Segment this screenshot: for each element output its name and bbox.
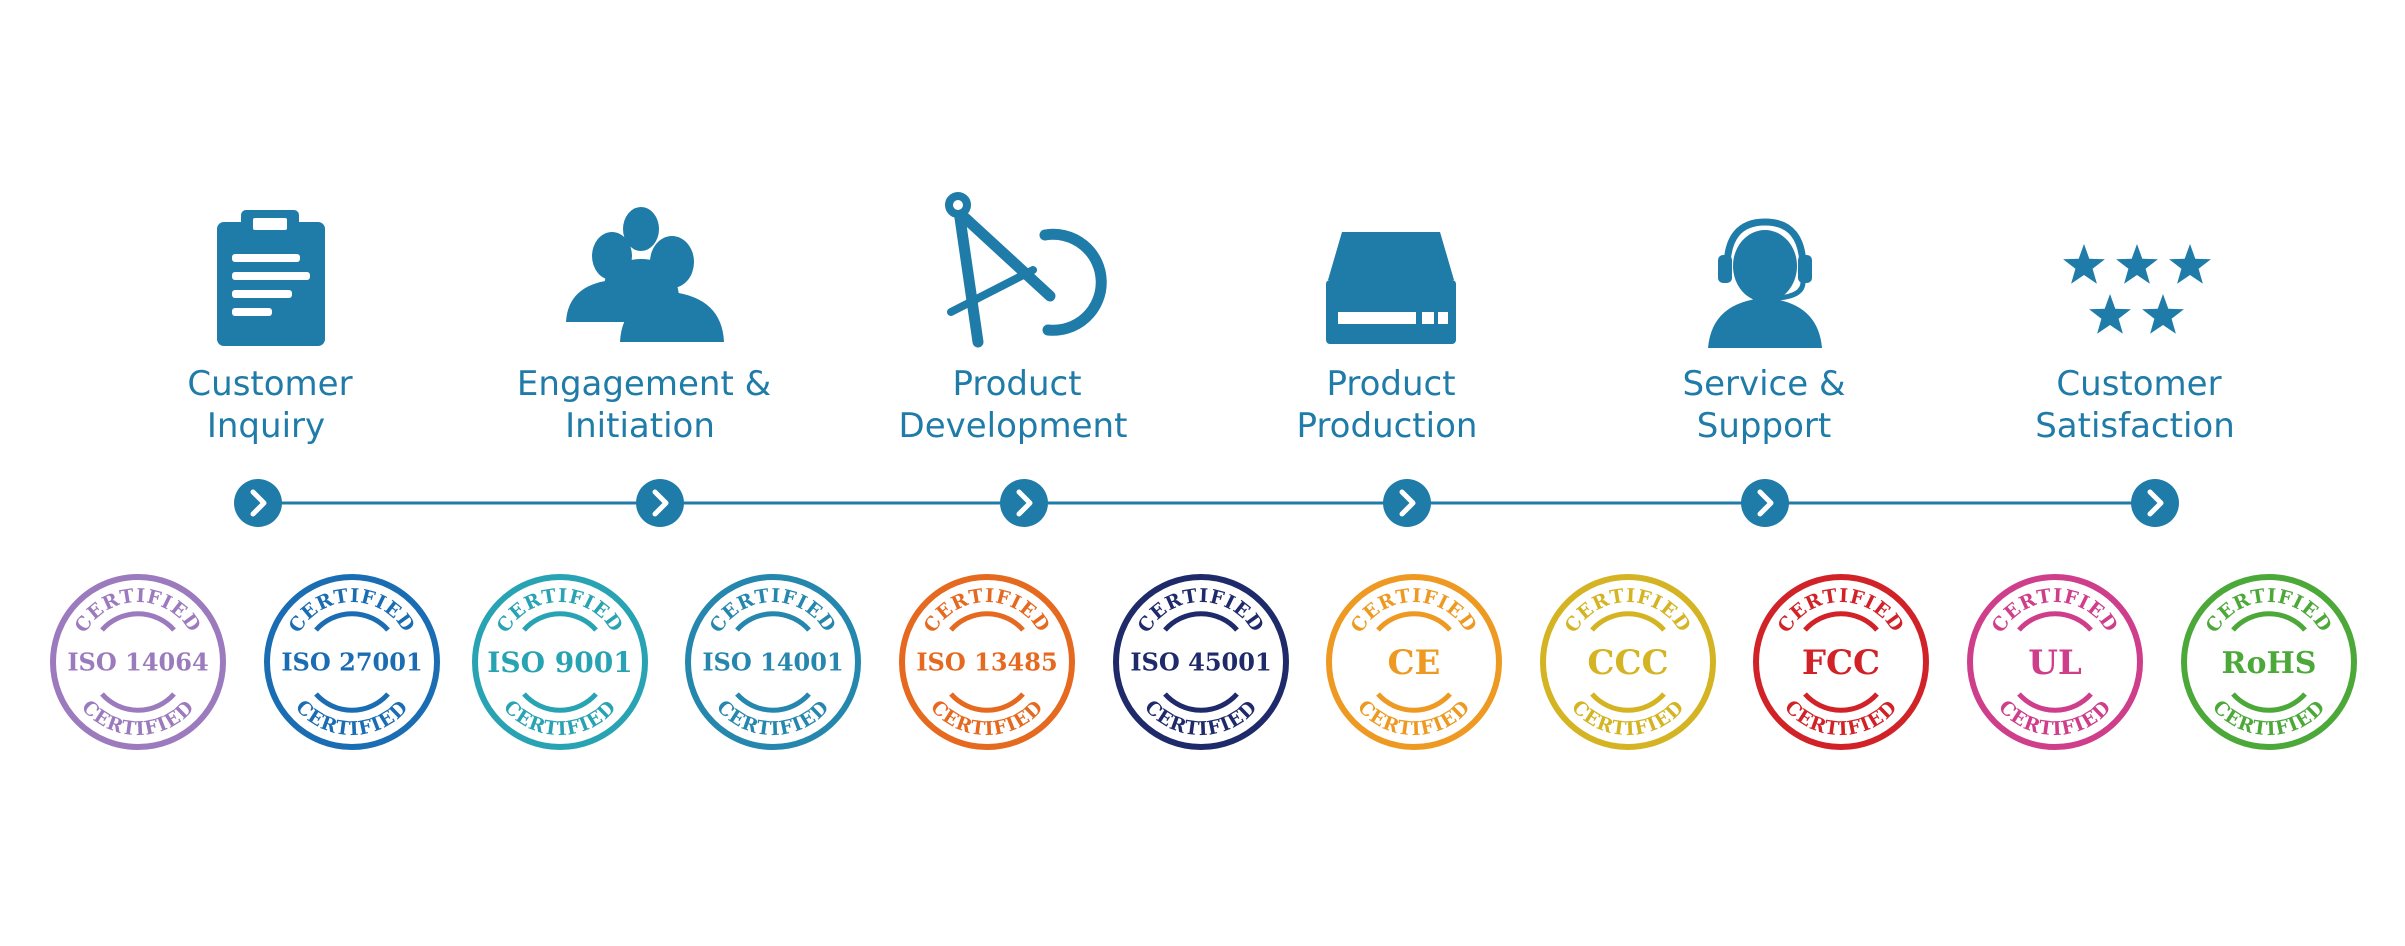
star-icon — [2089, 294, 2131, 334]
production-machine-icon — [1326, 232, 1456, 344]
svg-text:Engagement &: Engagement & — [517, 364, 771, 404]
chevron-right-icon — [636, 479, 684, 527]
badge-code-text: ISO 45001 — [1130, 648, 1271, 677]
svg-text:Inquiry: Inquiry — [207, 406, 325, 446]
timeline-nodes — [234, 479, 2179, 527]
badge-ring — [1967, 574, 2143, 750]
chevron-right-icon — [2131, 479, 2179, 527]
clipboard-icon — [217, 210, 325, 346]
chevron-right-icon — [1383, 479, 1431, 527]
chevron-right-icon — [234, 479, 282, 527]
svg-text:Development: Development — [899, 406, 1128, 446]
badge-code-text: RoHS — [2222, 646, 2317, 681]
badge-code-text: CE — [1388, 643, 1441, 683]
chevron-right-icon — [1741, 479, 1789, 527]
badge-ring — [1326, 574, 1502, 750]
compass-drafting-icon — [945, 192, 1107, 348]
badge-code-text: FCC — [1802, 643, 1880, 683]
star-icon — [2063, 244, 2105, 284]
star-icon — [2142, 294, 2184, 334]
step-label-product-development: Product Development — [899, 364, 1128, 446]
svg-text:Product: Product — [1326, 364, 1455, 404]
badge-ring — [50, 574, 226, 750]
step-label-service-support: Service & Support — [1683, 364, 1846, 446]
headset-support-icon — [1708, 218, 1822, 348]
svg-text:Product: Product — [952, 364, 1081, 404]
users-icon — [566, 207, 724, 342]
star-icon — [2116, 244, 2158, 284]
badge-ring — [685, 574, 861, 750]
star-icon — [2169, 244, 2211, 284]
step-label-customer-satisfaction: Customer Satisfaction — [2035, 364, 2235, 446]
svg-text:Initiation: Initiation — [565, 406, 715, 446]
badge-code-text: ISO 14001 — [702, 648, 843, 677]
badge-code-text: UL — [2028, 643, 2082, 683]
svg-text:Customer: Customer — [187, 364, 352, 404]
svg-text:Satisfaction: Satisfaction — [2035, 406, 2235, 446]
badge-code-text: ISO 13485 — [916, 648, 1057, 677]
badge-code-text: ISO 14064 — [67, 648, 208, 677]
chevron-right-icon — [1000, 479, 1048, 527]
badge-ring — [2181, 574, 2357, 750]
svg-text:Support: Support — [1697, 406, 1831, 446]
badge-ring — [1753, 574, 1929, 750]
step-label-product-production: Product Production — [1297, 364, 1478, 446]
svg-text:Customer: Customer — [2056, 364, 2221, 404]
badge-ring — [472, 574, 648, 750]
stars-rating-icon — [2063, 244, 2211, 334]
badge-ring — [1540, 574, 1716, 750]
step-label-engagement-initiation: Engagement & Initiation — [517, 364, 771, 446]
svg-text:Production: Production — [1297, 406, 1478, 446]
badge-ring — [1113, 574, 1289, 750]
badge-ring — [899, 574, 1075, 750]
badge-code-text: ISO 27001 — [281, 648, 422, 677]
step-label-customer-inquiry: Customer Inquiry — [187, 364, 352, 446]
svg-text:Service &: Service & — [1683, 364, 1846, 404]
badge-code-text: ISO 9001 — [487, 646, 632, 679]
badge-ring — [264, 574, 440, 750]
badge-code-text: CCC — [1587, 643, 1668, 683]
